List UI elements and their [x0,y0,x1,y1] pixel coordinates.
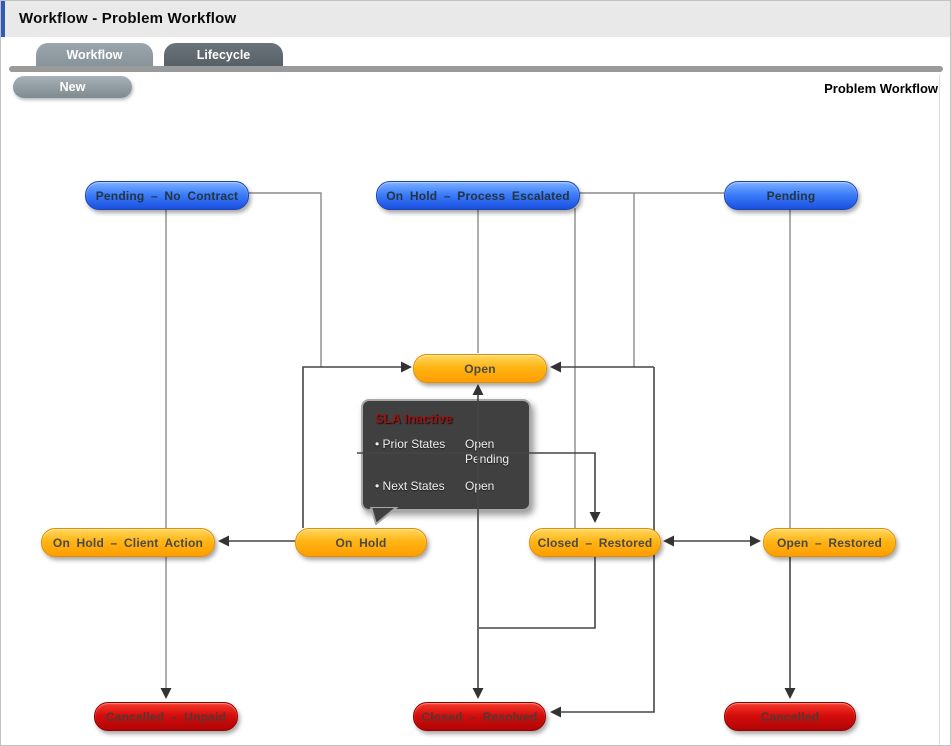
next-states-label: Next States [382,479,445,493]
tooltip-row-prior-states: • Prior States Open Pending [375,437,517,467]
sla-tooltip-title: SLA Inactive [375,411,453,426]
prior-states-label: Prior States [382,437,446,451]
page-title: Workflow - Problem Workflow [19,10,237,27]
state-node-cancelled[interactable]: Cancelled [724,702,856,731]
tooltip-tail [369,507,399,525]
state-node-cancelled-unpaid[interactable]: Cancelled – Unpaid [94,702,238,731]
state-node-on-hold-process-escalated[interactable]: On Hold – Process Escalated [376,181,580,210]
state-node-on-hold[interactable]: On Hold [295,528,427,557]
state-node-pending[interactable]: Pending [724,181,858,210]
panel-right-border [939,75,940,745]
header-accent [1,1,5,37]
tab-lifecycle[interactable]: Lifecycle [164,43,283,67]
tab-underline-bar [9,66,943,72]
bullet-icon: • [375,437,380,451]
sla-tooltip: SLA Inactive • Prior States Open Pending… [361,399,531,525]
tooltip-row-next-states: • Next States Open [375,479,517,494]
state-node-closed-resolved[interactable]: Closed – Resolved [413,702,546,731]
state-node-closed-restored[interactable]: Closed – Restored [529,528,661,557]
page-header: Workflow - Problem Workflow [1,1,950,37]
context-title: Problem Workflow [824,81,938,96]
tab-workflow[interactable]: Workflow [36,43,153,67]
new-button[interactable]: New [13,76,132,98]
state-node-pending-no-contract[interactable]: Pending – No Contract [85,181,249,210]
state-node-open-restored[interactable]: Open – Restored [763,528,896,557]
prior-state-value: Pending [465,452,510,466]
prior-state-value: Open [465,437,495,451]
bullet-icon: • [375,479,380,493]
state-node-open[interactable]: Open [413,354,547,383]
next-state-value: Open [465,479,495,493]
state-node-on-hold-client-action[interactable]: On Hold – Client Action [41,528,215,557]
